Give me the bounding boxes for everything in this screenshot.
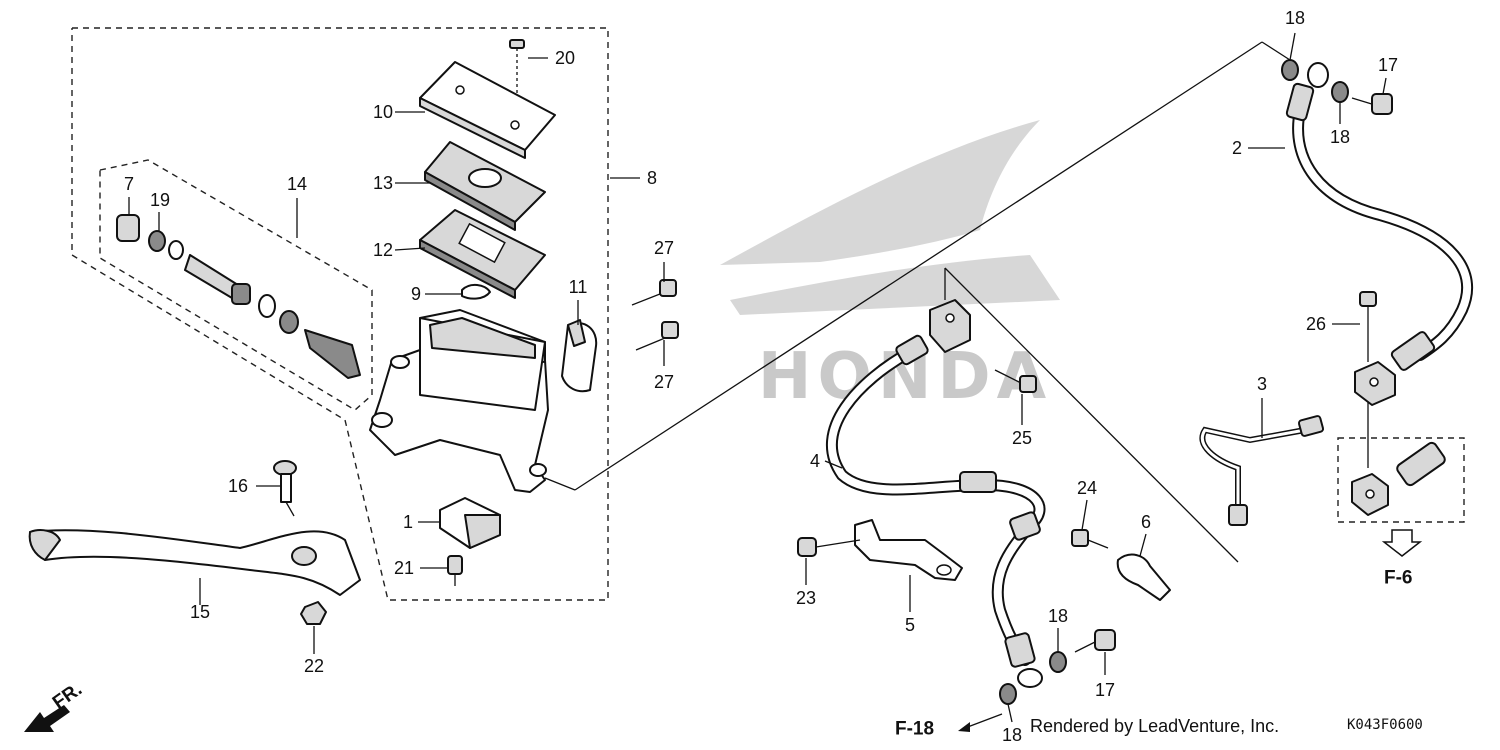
reference-line-master-to-hose (574, 41, 1263, 491)
part-10-reservoir-cap (419, 61, 556, 159)
part-16-pivot-bolt (273, 460, 297, 517)
label-12: 12 (373, 240, 393, 260)
label-24: 24 (1077, 478, 1097, 498)
label-27-upper: 27 (654, 238, 674, 258)
f6-inset-joint (1351, 441, 1446, 516)
part-13-diaphragm-plate (424, 141, 546, 231)
leader-lines (128, 32, 1387, 723)
part-17-upper-banjo-bolt (1351, 93, 1393, 115)
label-5: 5 (905, 615, 915, 635)
part-18-washer-lower-left (999, 683, 1017, 705)
label-21: 21 (394, 558, 414, 578)
label-16: 16 (228, 476, 248, 496)
part-27-bolt-upper (631, 279, 677, 306)
reference-line-hose2-top (1261, 41, 1291, 61)
ref-f18: F-18 (895, 719, 934, 740)
part-19-circlip (148, 230, 184, 260)
part-24-bolt (1071, 529, 1109, 549)
part-9-clip (461, 284, 491, 300)
label-22: 22 (304, 656, 324, 676)
label-13: 13 (373, 173, 393, 193)
part-12-diaphragm (419, 209, 546, 299)
part-4-upper-brake-hose (825, 334, 1046, 688)
part-22-nut (300, 601, 327, 625)
label-26: 26 (1306, 314, 1326, 334)
brake-hose-joint (929, 268, 971, 353)
label-18-upper-left: 18 (1285, 8, 1305, 28)
callout-labels: 20 10 13 12 9 8 11 27 27 7 19 14 16 15 2… (124, 8, 1398, 745)
label-18-lower-right: 18 (1048, 606, 1068, 626)
part-14-piston-set (184, 254, 361, 379)
label-27-lower: 27 (654, 372, 674, 392)
label-17-lower: 17 (1095, 680, 1115, 700)
label-4: 4 (810, 451, 820, 471)
label-23: 23 (796, 588, 816, 608)
label-3: 3 (1257, 374, 1267, 394)
piston-kit-group-outline (99, 159, 373, 411)
label-7: 7 (124, 174, 134, 194)
part-18-washer-upper-right (1331, 81, 1349, 103)
label-18-upper-right: 18 (1330, 127, 1350, 147)
part-17-lower-banjo-bolt (1074, 629, 1116, 653)
part-1-stop-switch (439, 497, 501, 549)
label-20: 20 (555, 48, 575, 68)
f6-direction-arrow (1381, 529, 1423, 557)
ref-fr: FR. (49, 679, 86, 714)
label-8: 8 (647, 168, 657, 188)
reference-line-master-end (544, 477, 576, 491)
label-9: 9 (411, 284, 421, 304)
part-8-master-cylinder-body (369, 309, 549, 493)
reference-line-joint-to-pipe (944, 267, 1239, 563)
label-1: 1 (403, 512, 413, 532)
part-25-bolt (994, 369, 1037, 393)
part-11-holder (561, 319, 598, 393)
ref-f6: F-6 (1384, 568, 1413, 589)
part-26-bolt (1359, 291, 1377, 362)
part-23-bolt (797, 537, 861, 557)
label-2: 2 (1232, 138, 1242, 158)
label-10: 10 (373, 102, 393, 122)
part-20-screw (509, 39, 525, 118)
label-19: 19 (150, 190, 170, 210)
label-6: 6 (1141, 512, 1151, 532)
label-25: 25 (1012, 428, 1032, 448)
part-21-screw (447, 555, 463, 586)
label-18-lower-left: 18 (1002, 725, 1022, 745)
part-18-washer-lower-right (1049, 651, 1067, 673)
part-7-boot (116, 214, 140, 242)
part-18-washer-upper-left (1281, 59, 1299, 81)
part-5-hose-clamp (854, 519, 963, 581)
part-3-brake-pipe (1199, 415, 1325, 526)
front-direction-arrow (24, 705, 70, 732)
label-14: 14 (287, 174, 307, 194)
f18-direction-arrow (958, 713, 1003, 732)
f6-inset-outline (1337, 437, 1465, 523)
label-15: 15 (190, 602, 210, 622)
part-15-brake-lever (28, 529, 361, 596)
label-17-upper: 17 (1378, 55, 1398, 75)
label-11: 11 (569, 277, 588, 297)
part-2-lower-brake-hose (1285, 62, 1473, 406)
diagram-code: K043F0600 (1347, 717, 1423, 733)
part-27-bolt-lower (635, 321, 679, 351)
part-6-hose-clip (1116, 553, 1171, 601)
render-credit: Rendered by LeadVenture, Inc. (1030, 716, 1279, 736)
